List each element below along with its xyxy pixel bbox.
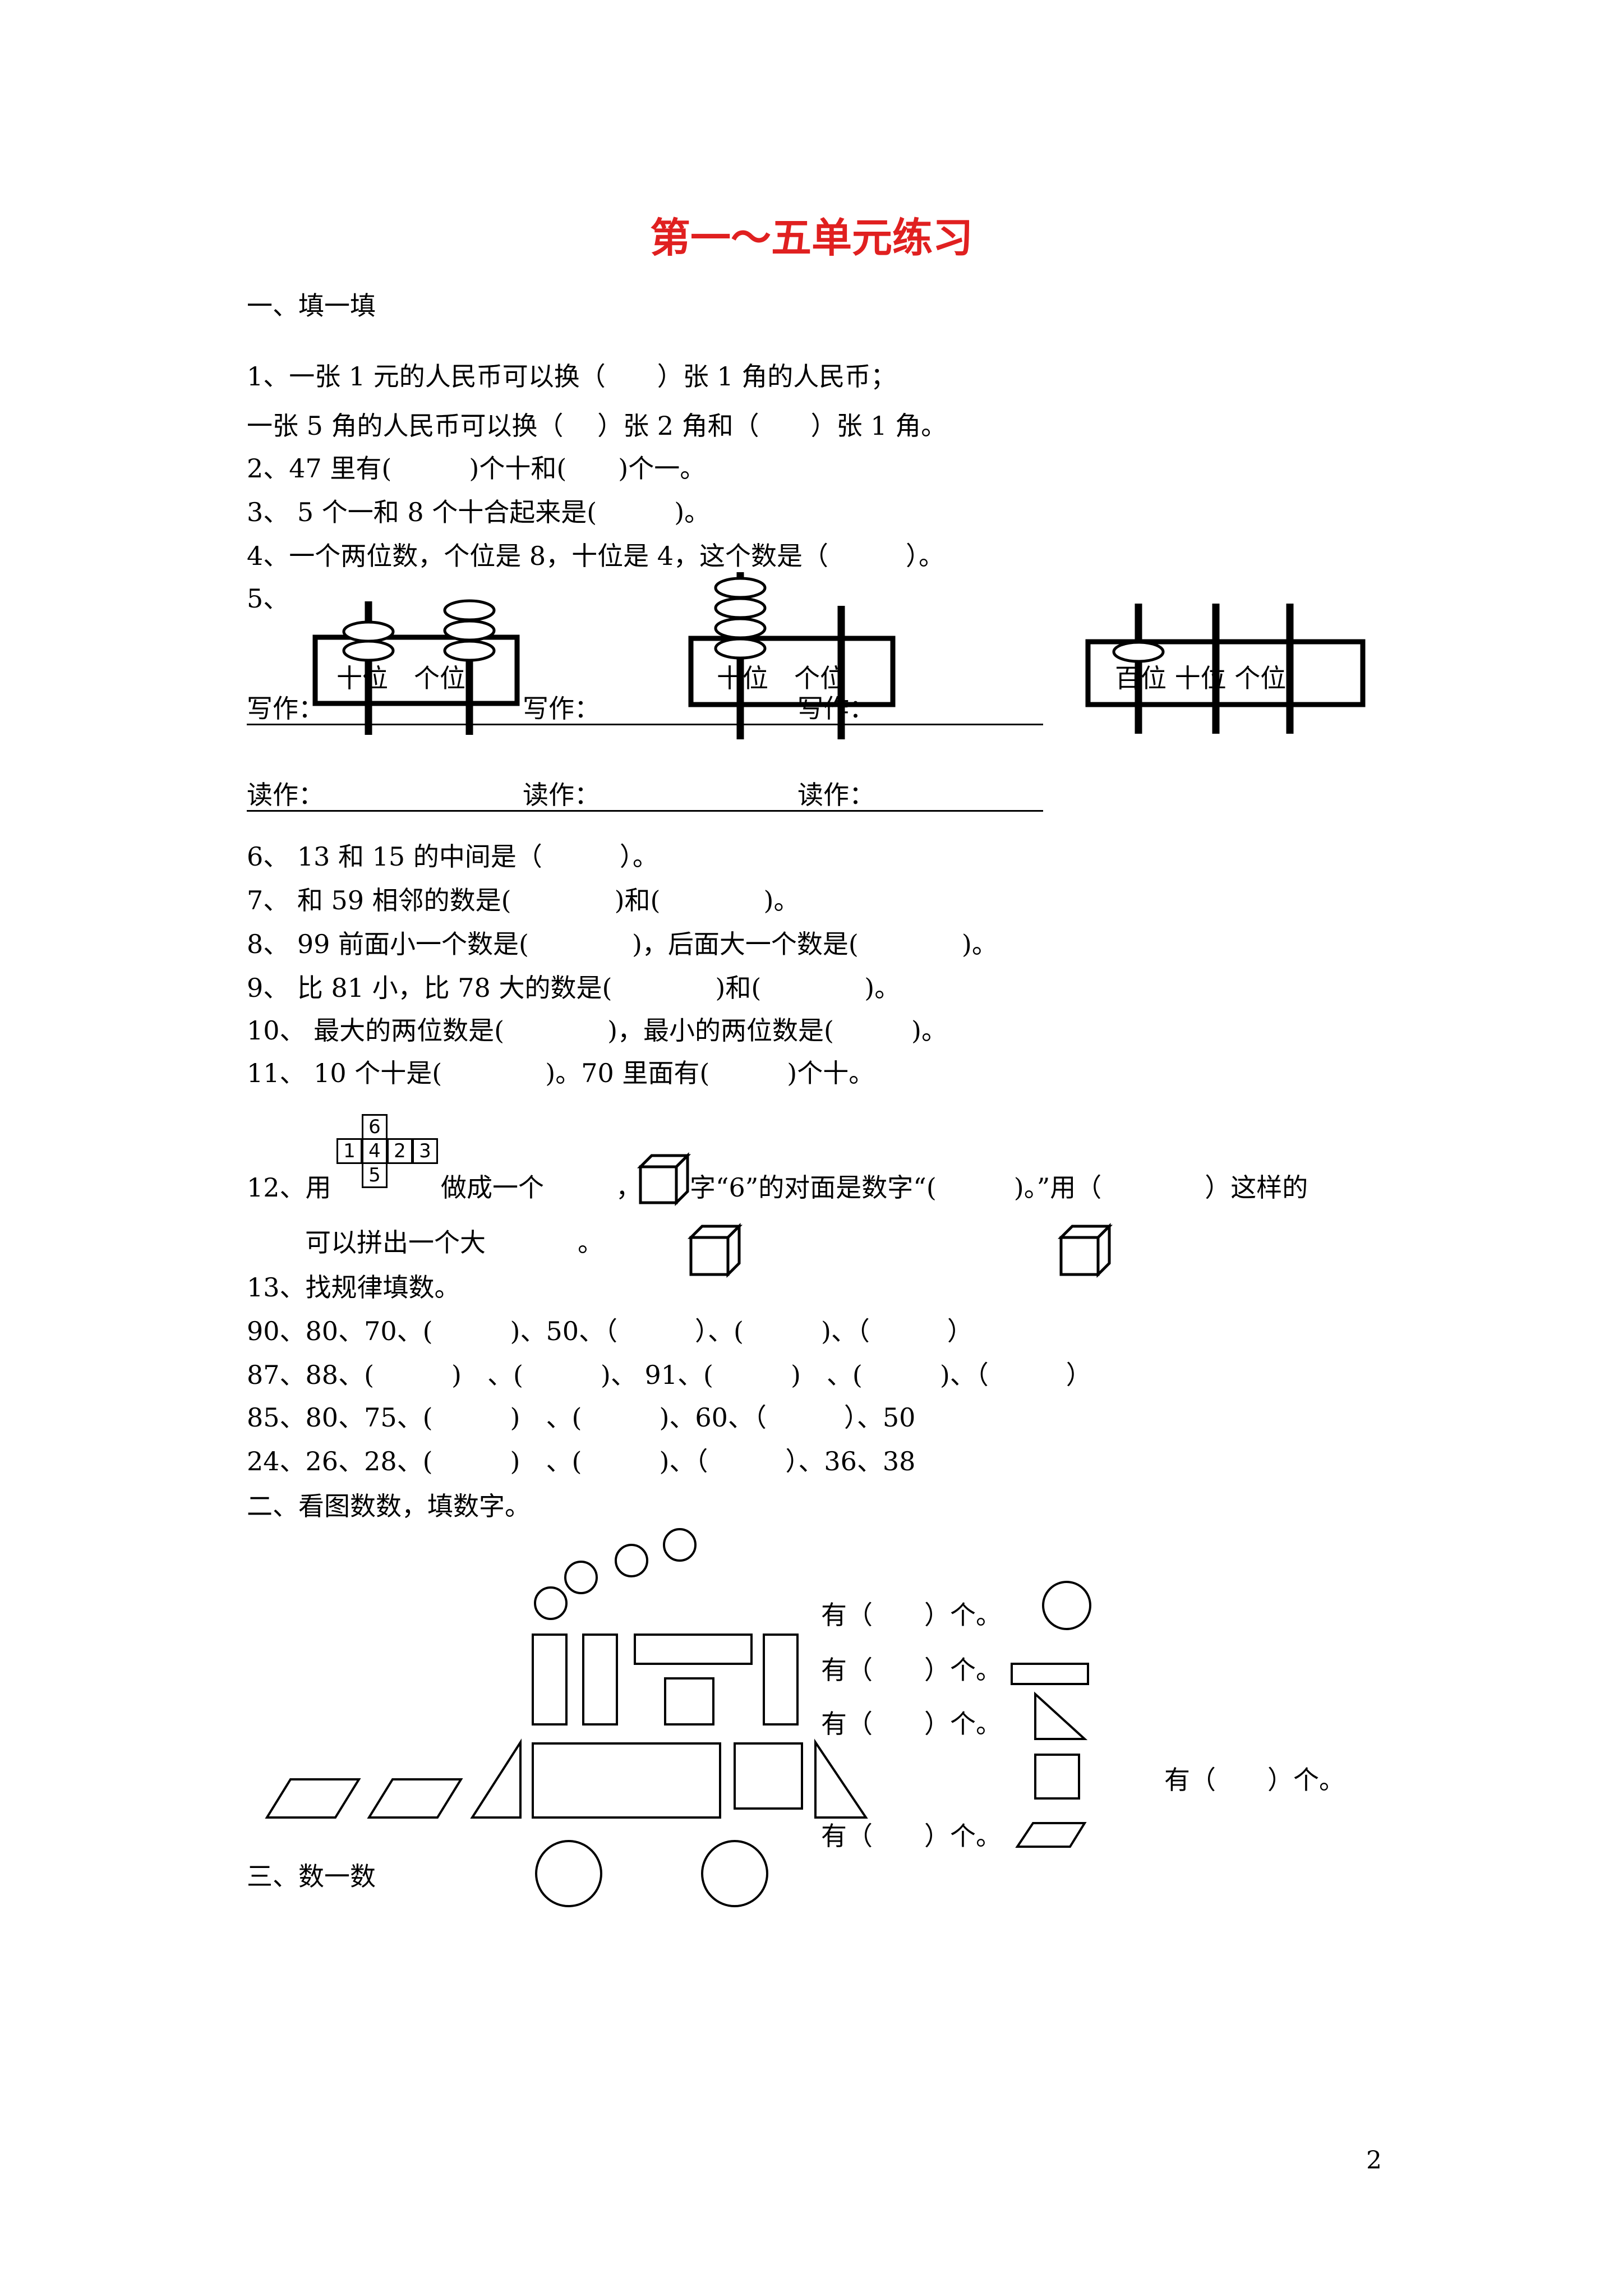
section-1-heading: 一、填一填 — [247, 291, 376, 321]
cube-icon-1 — [637, 1152, 691, 1207]
parallelogram-1 — [265, 1778, 361, 1819]
abacus-3 — [1085, 604, 1366, 734]
tall-rectangle-3 — [763, 1634, 799, 1726]
abacus-2-place-labels: 十位 个位 — [717, 663, 846, 693]
small-square-top — [664, 1677, 714, 1726]
right-triangle — [814, 1738, 868, 1819]
net-cell-right: 2 — [387, 1138, 413, 1164]
count-row-4: 有（ ）个。 — [821, 1821, 1002, 1851]
question-10: 10、 最大的两位数是( )，最小的两位数是( )。 — [247, 1015, 947, 1046]
flat-rectangle — [634, 1634, 753, 1665]
legend-rectangle-icon — [1011, 1663, 1089, 1685]
read-answer-line — [247, 810, 1043, 812]
abacus-1-place-labels: 十位 个位 — [336, 663, 465, 693]
section-3-heading: 三、数一数 — [247, 1861, 376, 1892]
question-5: 5、 — [247, 583, 289, 614]
question-1b: 一张 5 角的人民币可以换（ ）张 2 角和（ ）张 1 角。 — [247, 411, 947, 441]
tall-rectangle-1 — [532, 1634, 568, 1726]
cube-net: 6 1 4 2 3 5 — [336, 1114, 438, 1188]
page-title: 第一～五单元练习 — [649, 214, 973, 261]
read-label-3: 读作： — [797, 780, 875, 810]
question-12-part-c: ， — [616, 1172, 642, 1203]
count-row-2: 有（ ）个。 — [821, 1655, 1002, 1685]
legend-circle-icon — [1042, 1581, 1091, 1630]
body-rectangle — [532, 1742, 721, 1819]
legend-parallelogram-icon — [1015, 1822, 1087, 1848]
question-3: 3、 5 个一和 8 个十合起来是( )。 — [247, 497, 711, 527]
question-11: 11、 10 个十是( )。70 里面有( )个十。 — [247, 1058, 875, 1088]
page-number: 2 — [1366, 2146, 1382, 2175]
smoke-circle-4 — [663, 1528, 697, 1562]
wheel-right — [701, 1840, 768, 1907]
legend-square-icon — [1034, 1754, 1080, 1800]
question-4: 4、一个两位数，个位是 8，十位是 4，这个数是（ ）。 — [247, 541, 945, 571]
abacus-3-place-labels: 百位 十位 个位 — [1115, 663, 1287, 693]
abacus-1 — [312, 599, 520, 735]
section-2-heading: 二、看图数数，填数字。 — [247, 1491, 531, 1521]
net-cell-bottom: 5 — [362, 1162, 388, 1188]
read-label-1: 读作： — [247, 780, 324, 810]
net-cell-far-right: 3 — [412, 1138, 438, 1164]
net-cell-left: 1 — [336, 1138, 362, 1164]
question-12-part-f: 。 — [578, 1227, 603, 1258]
question-12-part-a: 12、用 — [247, 1172, 331, 1203]
shape-train-picture — [265, 1528, 1091, 1907]
body-square — [734, 1742, 803, 1810]
sequence-3: 85、80、75、( ) 、( )、60、（ ）、50 — [247, 1402, 916, 1433]
count-row-square: 有（ ）个。 — [1164, 1765, 1345, 1795]
write-answer-line — [247, 724, 1043, 725]
question-12-part-e: 可以拼出一个大 — [305, 1227, 486, 1258]
read-label-2: 读作： — [523, 780, 600, 810]
cube-icon-3 — [1057, 1222, 1113, 1278]
count-row-3: 有（ ）个。 — [821, 1709, 1002, 1739]
parallelogram-2 — [367, 1778, 463, 1819]
write-label-2: 写作： — [523, 693, 600, 724]
sequence-4: 24、26、28、( ) 、( )、（ ）、36、38 — [247, 1446, 916, 1476]
question-1a: 1、一张 1 元的人民币可以换（ ）张 1 角的人民币； — [247, 361, 897, 392]
question-2: 2、47 里有( )个十和( )个一。 — [247, 453, 706, 484]
question-8: 8、 99 前面小一个数是( )，后面大一个数是( )。 — [247, 929, 998, 959]
question-6: 6、 13 和 15 的中间是（ ）。 — [247, 841, 658, 872]
write-label-1: 写作： — [247, 693, 324, 724]
smoke-circle-3 — [615, 1544, 648, 1577]
question-9: 9、 比 81 小，比 78 大的数是( )和( )。 — [247, 973, 901, 1003]
legend-triangle-icon — [1034, 1691, 1088, 1740]
abacus-2 — [688, 572, 896, 739]
question-12-part-d: 字“6”的对面是数字“( )。”用（ ）这样的 — [690, 1172, 1308, 1203]
count-row-1: 有（ ）个。 — [821, 1600, 1002, 1630]
wheel-left — [535, 1840, 602, 1907]
cube-icons — [637, 1152, 1113, 1278]
question-12-part-b: 做成一个 — [441, 1172, 544, 1203]
sequence-1: 90、80、70、( )、50、（ ）、( )、（ ） — [247, 1316, 973, 1346]
tall-rectangle-2 — [582, 1634, 618, 1726]
question-7: 7、 和 59 相邻的数是( )和( )。 — [247, 885, 800, 915]
cube-icon-2 — [687, 1222, 743, 1278]
sequence-2: 87、88、( ) 、( )、 91、( ) 、( )、（ ） — [247, 1360, 1092, 1390]
left-triangle — [470, 1738, 522, 1819]
smoke-circle-1 — [534, 1586, 568, 1620]
smoke-circle-2 — [564, 1561, 598, 1594]
question-13: 13、找规律填数。 — [247, 1272, 460, 1303]
abacus-figures — [312, 572, 1366, 739]
write-label-3: 写作： — [797, 693, 875, 724]
